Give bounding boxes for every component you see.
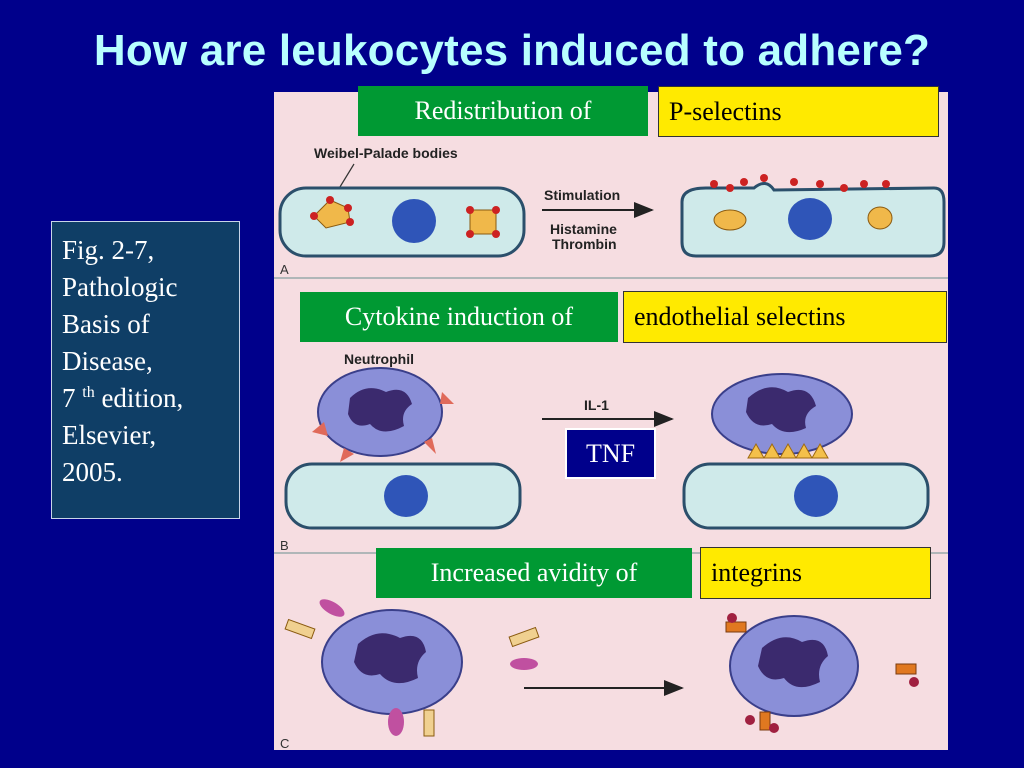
p-selectin-dot — [346, 218, 354, 226]
neutrophil-nucleus — [746, 387, 816, 433]
edition-number: 7 — [62, 383, 76, 413]
citation-line: Basis of — [62, 309, 150, 339]
panel-c-letter: C — [280, 736, 289, 750]
p-selectins-label: P-selectins — [658, 86, 939, 137]
tnf-label: TNF — [565, 428, 656, 479]
empty-granule — [713, 209, 747, 231]
citation-line: Disease, — [62, 346, 153, 376]
p-selectin-dot — [492, 206, 500, 214]
panel-a-letter: A — [280, 262, 289, 277]
p-selectin-dot — [492, 230, 500, 238]
p-selectin-dot — [466, 206, 474, 214]
slide-title: How are leukocytes induced to adhere? — [93, 26, 931, 75]
weibel-palade-label: Weibel-Palade bodies — [314, 145, 458, 161]
citation-line: Elsevier, — [62, 420, 157, 450]
citation-line: Fig. 2-7, — [62, 235, 155, 265]
endothelial-selectins — [747, 442, 829, 459]
ligand-spike — [424, 438, 436, 454]
increased-avidity-label: Increased avidity of — [376, 548, 692, 598]
p-selectin-dot — [310, 212, 318, 220]
cell-nucleus — [788, 198, 832, 240]
p-selectin-dot — [466, 230, 474, 238]
neutrophil-label: Neutrophil — [344, 351, 414, 367]
ligand-spike — [312, 422, 328, 436]
cell-nucleus — [384, 475, 428, 517]
weibel-palade-body — [469, 209, 497, 235]
endothelial-selectins-label: endothelial selectins — [623, 291, 947, 343]
empty-granule — [867, 206, 893, 230]
integrins-label: integrins — [700, 547, 931, 599]
cell-nucleus — [392, 199, 436, 243]
edition-word: edition, — [101, 383, 184, 413]
edition-suffix: th — [82, 384, 95, 401]
ligand-spike — [440, 392, 454, 404]
p-selectin-dot — [344, 204, 352, 212]
redistribution-label: Redistribution of — [358, 86, 648, 136]
figure-citation: Fig. 2-7, Pathologic Basis of Disease, 7… — [51, 221, 240, 519]
citation-line: Pathologic — [62, 272, 178, 302]
citation-line: 2005. — [62, 457, 123, 487]
neutrophil-nucleus — [758, 637, 828, 688]
cytokine-induction-label: Cytokine induction of — [300, 292, 618, 342]
histamine-label: Histamine — [550, 221, 617, 237]
adhesion-figure: Weibel-Palade bodies Stimulation Histami… — [274, 92, 948, 750]
figure-illustration: Weibel-Palade bodies Stimulation Histami… — [274, 92, 948, 750]
neutrophil-nucleus — [348, 388, 412, 432]
p-selectin-dot — [326, 196, 334, 204]
citation-edition-line: 7 th edition, — [62, 380, 229, 417]
neutrophil-nucleus — [354, 633, 426, 684]
high-avidity-integrins — [725, 613, 919, 733]
thrombin-label: Thrombin — [552, 236, 617, 252]
surface-p-selectins — [710, 174, 890, 192]
stimulation-label: Stimulation — [544, 187, 620, 203]
cell-nucleus — [794, 475, 838, 517]
low-avidity-integrins — [284, 599, 540, 737]
il1-label: IL-1 — [584, 397, 609, 413]
ligand-spike — [340, 448, 354, 462]
panel-b-letter: B — [280, 538, 289, 553]
